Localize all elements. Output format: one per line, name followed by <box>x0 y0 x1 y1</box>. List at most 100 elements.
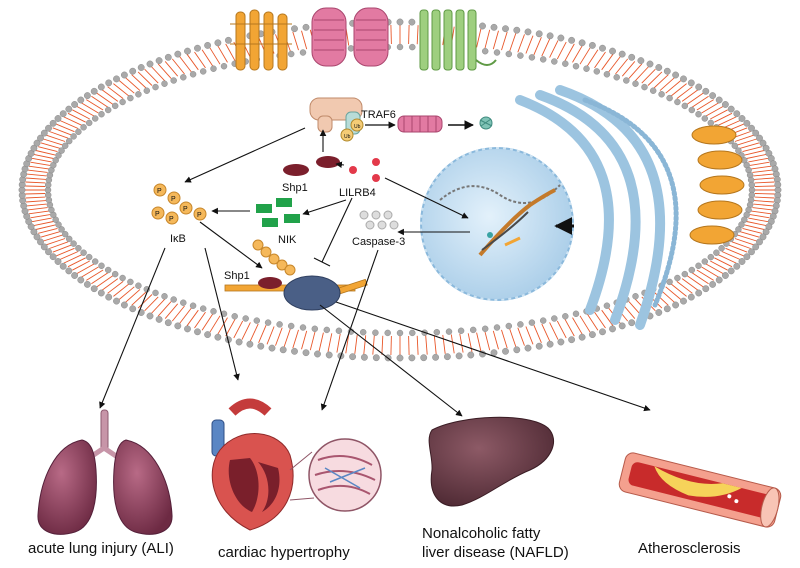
disease-label-nafld-line1: Nonalcoholic fatty <box>422 525 541 542</box>
lipid-tail <box>691 95 709 108</box>
lipid-tail <box>476 28 482 48</box>
lipid-head-inner <box>681 102 688 110</box>
lipid-head-inner <box>562 313 569 320</box>
lipid-head-outer <box>490 23 498 31</box>
lipid-head-outer <box>54 258 62 265</box>
lipid-tail <box>233 320 244 339</box>
lipid-tail <box>556 320 567 339</box>
lipid-head-outer <box>443 353 451 361</box>
lipid-tail <box>38 227 58 234</box>
lipid-head-outer <box>524 28 532 36</box>
lipid-head-inner <box>127 278 134 286</box>
lipid-tail <box>509 32 517 52</box>
lipid-tail <box>217 317 228 335</box>
arrow-lilrb4-to-shp1 <box>335 161 345 169</box>
nik-protein-cluster <box>256 198 300 227</box>
lipid-head-inner <box>593 68 600 75</box>
lipid-head-inner <box>65 137 73 145</box>
lipid-tail <box>579 47 591 65</box>
lipid-tail <box>49 131 69 139</box>
ikb-phospho-cluster: P P P P P P <box>151 183 207 225</box>
lipid-head-inner <box>58 147 65 154</box>
lipid-tail <box>131 74 147 89</box>
lipid-head-outer <box>752 129 760 137</box>
phospho-p-label: P <box>197 212 202 219</box>
lipid-head-outer <box>54 115 62 122</box>
lipid-tail <box>27 169 48 173</box>
lipid-head-outer <box>762 228 770 236</box>
lipid-tail <box>63 254 82 264</box>
lipid-tail <box>390 335 392 356</box>
lipid-tail <box>96 92 114 105</box>
lipid-head-outer <box>33 233 41 241</box>
lipid-tail <box>56 247 75 257</box>
lipid-head-inner <box>396 329 404 337</box>
lipid-tail <box>113 83 129 97</box>
lipid-tail <box>754 196 775 199</box>
lipid-head-outer <box>568 336 575 344</box>
lipid-tail <box>701 266 719 278</box>
lipid-head-inner <box>409 43 416 51</box>
lipid-head-outer <box>257 342 265 350</box>
lipid-head-outer <box>752 243 760 251</box>
lipid-head-outer <box>546 340 554 348</box>
lipid-tail <box>476 332 482 352</box>
lipid-head-inner <box>674 274 681 282</box>
lipid-head-outer <box>40 129 48 137</box>
lipid-tail <box>258 325 267 343</box>
lipid-head-inner <box>603 302 611 309</box>
lipid-tail <box>49 241 69 249</box>
lipid-head-outer <box>105 79 113 87</box>
lipid-tail <box>25 177 46 180</box>
lipid-tail <box>754 193 775 195</box>
lipid-head-outer <box>618 322 626 330</box>
lipid-head-outer <box>137 64 145 71</box>
arrow-ikb-to-complex <box>199 221 263 269</box>
lipid-tail <box>710 109 728 120</box>
lipid-head-outer <box>396 354 404 362</box>
lipid-head-inner <box>748 181 755 189</box>
lipid-head-outer <box>738 115 746 122</box>
lipid-tail <box>72 109 90 120</box>
lipid-head-inner <box>623 77 630 84</box>
lipid-tail <box>217 45 228 63</box>
lipid-tail <box>301 330 308 350</box>
heart-illustration <box>211 398 382 531</box>
lipid-head-outer <box>291 25 298 33</box>
lipid-head-outer <box>599 328 606 336</box>
lipid-tail <box>615 58 629 75</box>
lipid-tail <box>676 281 693 294</box>
lipid-tail <box>354 334 358 354</box>
lipid-head-inner <box>288 50 295 58</box>
lilrb4-label: LILRB4 <box>339 187 376 199</box>
lipid-head-inner <box>681 270 688 278</box>
lipid-head-inner <box>143 87 151 94</box>
lipid-tail <box>26 173 47 177</box>
lipid-tail <box>157 63 172 79</box>
lipid-tail <box>164 61 179 77</box>
lipid-head-inner <box>189 302 197 309</box>
lipid-tail <box>40 142 60 149</box>
lipid-head-outer <box>30 228 38 236</box>
lipid-head-inner <box>199 305 207 312</box>
lipid-head-outer <box>372 354 380 362</box>
lipid-head-outer <box>467 351 475 359</box>
nik-label: NIK <box>278 234 297 246</box>
lipid-tail <box>740 231 760 238</box>
lipid-head-outer <box>609 47 616 55</box>
arrow-lilrb4-to-nik <box>302 199 347 216</box>
lipid-head-inner <box>55 152 62 159</box>
lipid-tail <box>525 326 534 345</box>
lipid-head-outer <box>71 272 79 279</box>
lipid-head-outer <box>748 124 755 132</box>
lipid-tail <box>549 322 559 340</box>
lipid-head-inner <box>111 102 119 110</box>
lipid-head-inner <box>65 235 73 243</box>
lipid-tail <box>336 333 341 353</box>
lipid-tail <box>572 45 583 63</box>
lipid-tail <box>579 315 591 333</box>
lipid-tail <box>549 40 559 58</box>
lipid-tail <box>621 61 636 77</box>
lipid-tail <box>30 214 51 219</box>
lipid-tail <box>714 112 733 123</box>
